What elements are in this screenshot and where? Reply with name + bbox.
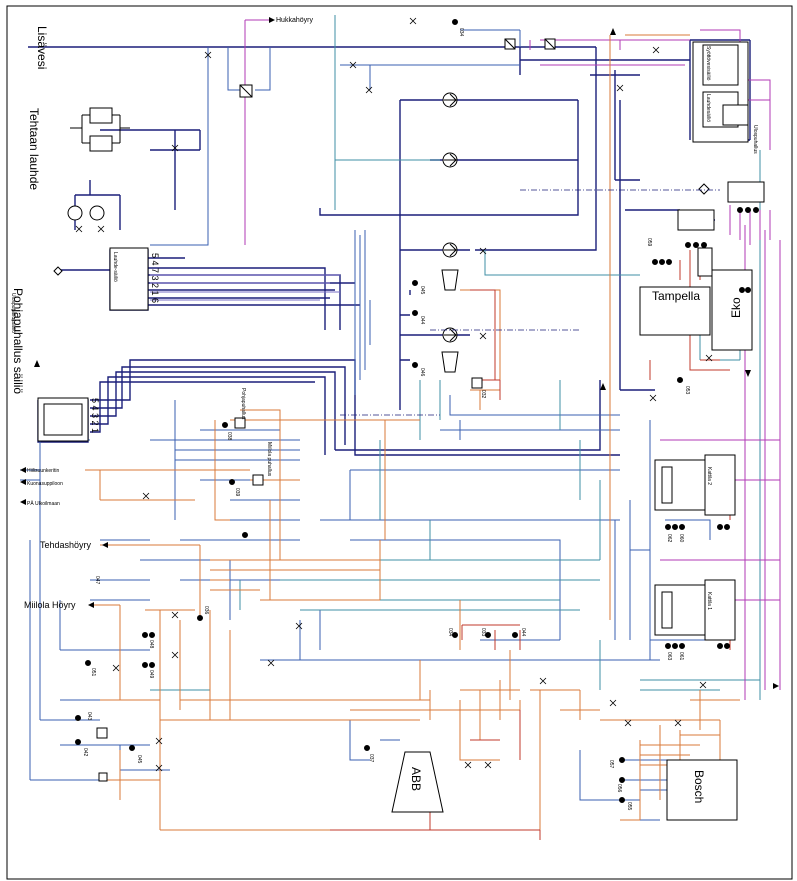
tag-036: 036 <box>203 606 209 615</box>
bosch-boiler <box>666 759 738 821</box>
label-pohjapuhallus-sailio: Pohjapuhallus säiliö <box>11 288 25 394</box>
label-kuonasuppiloon: Kuonasuppiloon <box>27 481 63 487</box>
diamond-symbols <box>53 183 710 276</box>
tag-046: 046 <box>419 368 425 377</box>
tag-057: 057 <box>608 760 614 769</box>
tag-045: 045 <box>419 286 425 295</box>
tag-063: 063 <box>666 652 672 661</box>
label-miilolan-hoyry: Miilola Höyry <box>24 600 76 610</box>
label-numbers-pohja: 5 4 3 2 1 <box>90 398 100 433</box>
tag-061: 061 <box>678 652 684 661</box>
tag-037: 037 <box>368 754 374 763</box>
label-tehdashoyry: Tehdashöyry <box>40 540 92 550</box>
label-numbers-lauhde: 5 4 7 3 2 1 6 <box>150 253 160 303</box>
label-lauhdesailio: Lauhdesäiliö <box>705 94 711 122</box>
top-heat-exchangers <box>96 38 556 782</box>
teal-lines <box>150 15 761 721</box>
label-kattila-1: Kattila 1 <box>706 592 712 610</box>
tampella-boiler <box>639 247 753 351</box>
tag-053: 053 <box>684 386 690 395</box>
tag-038: 038 <box>226 432 232 441</box>
feedwater-tank-group <box>692 41 749 143</box>
kattila-1 <box>654 579 736 641</box>
tag-032: 032 <box>480 390 486 399</box>
label-tehtaan-lauhde: Tehtaan lauhde <box>27 108 41 190</box>
label-lisavesi: Lisävesi <box>35 26 49 69</box>
tag-033: 033 <box>480 628 486 637</box>
blowout-box <box>677 181 765 231</box>
condensate-coolers <box>70 107 130 152</box>
instruments <box>75 19 759 803</box>
label-kattila-2: Kattila 2 <box>706 467 712 485</box>
tag-047: 047 <box>94 576 100 585</box>
frame-border <box>6 5 793 880</box>
tag-056: 056 <box>616 784 622 793</box>
lauhde-box <box>109 247 149 311</box>
label-ulospuhallus: Ulospuhallus <box>752 125 758 154</box>
kattila-2 <box>654 454 736 516</box>
tag-044: 044 <box>419 316 425 325</box>
label-pa-ulkoilmaan: PÄ Ulkoilmaan <box>27 500 60 507</box>
label-lauhde-sailio-small: Lauhde-säiliö <box>112 252 118 282</box>
tag-034: 034 <box>458 28 464 37</box>
tag-039: 039 <box>234 488 240 497</box>
flow-arrows <box>20 17 779 689</box>
orange-lines <box>85 34 740 831</box>
tag-034b: 034 <box>447 628 453 637</box>
violet-lines <box>150 274 340 301</box>
label-tampella: Tampella <box>652 289 700 303</box>
text-labels: Lisävesi Tehtaan lauhde Hukkahöyry Pohja… <box>10 17 758 803</box>
tag-051: 051 <box>90 668 96 677</box>
label-abb: ABB <box>409 767 423 791</box>
valves <box>75 17 713 772</box>
abb-turbine <box>391 751 444 813</box>
blowdown-tank <box>37 397 89 442</box>
label-ulospuhallussailio: Ulospuhallussäiliö <box>10 293 16 333</box>
label-pohjapuhallus: Pohjapuhallus <box>240 388 246 420</box>
label-hiilisuunkeritin: Hiilisuunkeritin <box>27 468 59 474</box>
label-syottovesi-sailio: Syöttövesisäiliö <box>705 46 711 81</box>
red-lines <box>330 250 731 840</box>
label-bosch: Bosch <box>692 770 706 803</box>
instrument-tags: 034 045 044 046 032 038 039 036 047 048 … <box>82 28 690 811</box>
tag-060: 060 <box>678 534 684 543</box>
tag-055: 055 <box>626 802 632 811</box>
signal-lines <box>340 189 720 416</box>
tag-043: 043 <box>86 712 92 721</box>
tag-048: 048 <box>148 640 154 649</box>
label-hukka-hoyry: Hukkahöyry <box>276 17 313 24</box>
tag-044b: 044 <box>520 628 526 637</box>
label-miilola-puhallus: Miilola puhallus <box>266 442 272 477</box>
tag-059: 059 <box>646 238 652 247</box>
tag-042: 042 <box>82 748 88 757</box>
tag-062: 062 <box>666 534 672 543</box>
blue-lines <box>20 29 711 821</box>
turbines <box>441 269 459 373</box>
tag-045b: 045 <box>136 755 142 764</box>
label-eko: Eko <box>729 297 743 318</box>
pumps <box>67 92 458 343</box>
tag-049: 049 <box>148 670 154 679</box>
